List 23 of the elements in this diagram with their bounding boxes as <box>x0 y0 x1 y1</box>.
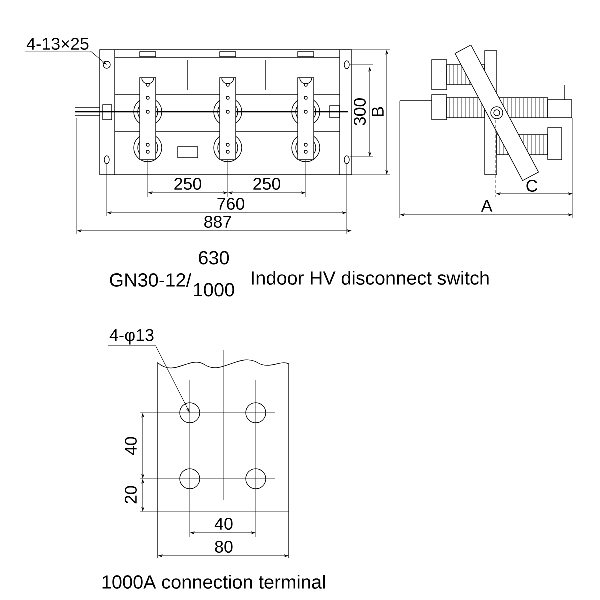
dimension-label: 250 <box>174 178 202 190</box>
title-text: 1000 <box>194 283 234 297</box>
title-text: 630 <box>199 251 230 265</box>
dimension-label: 250 <box>254 178 281 190</box>
dimension-label: 887 <box>204 216 232 228</box>
title-text: Indoor HV disconnect switch <box>252 271 489 285</box>
dimension-label: 40 <box>214 518 233 530</box>
leader-line <box>24 51 107 65</box>
dimension-label: 20 <box>124 486 138 504</box>
leader-line <box>108 346 190 412</box>
dimension-label: A <box>481 200 493 212</box>
dimension-note: 4-φ13 <box>110 329 154 345</box>
dimension-label: 80 <box>215 541 233 554</box>
dimension-label: C <box>526 180 538 192</box>
title-text: GN30-12/ <box>110 273 192 287</box>
dimension-label: 300 <box>354 98 366 126</box>
dimension-label: B <box>372 107 384 116</box>
mounting-hole <box>103 61 111 69</box>
mounting-hole <box>180 402 200 424</box>
caption-text: 1000A connection terminal <box>102 575 325 589</box>
dimension-label: 760 <box>218 198 245 210</box>
dimension-label: 40 <box>124 437 138 456</box>
dimension-note: 4-13×25 <box>26 38 89 50</box>
